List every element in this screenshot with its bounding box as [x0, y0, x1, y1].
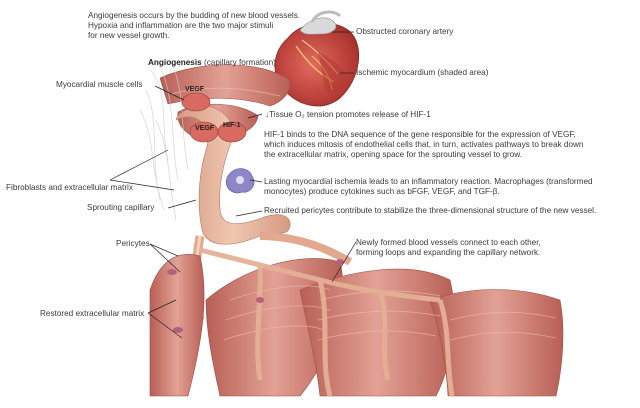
- section-title-rest: (capillary formation): [203, 58, 276, 67]
- note-ischemia-2: monocytes) produce cytokines such as bFG…: [264, 187, 500, 196]
- note-pericytes: Recruited pericytes contribute to stabil…: [264, 206, 597, 215]
- note-hif-bind-2: which induces mitosis of endothelial cel…: [264, 140, 584, 149]
- note-hif-bind-3: the extracellular matrix, opening space …: [264, 150, 523, 159]
- capillary-network: [199, 247, 455, 397]
- note-network-1: Newly formed blood vessels connect to ea…: [356, 238, 541, 247]
- heart-illustration: [274, 10, 360, 107]
- note-hif-bind-1: HIF-1 binds to the DNA sequence of the g…: [264, 130, 576, 139]
- intro-line-1: Angiogenesis occurs by the budding of ne…: [88, 11, 301, 20]
- leader-lines: [109, 31, 357, 339]
- hif-arrow: [247, 113, 263, 119]
- label-obstructed-artery: Obstructed coronary artery: [356, 27, 454, 36]
- note-hif-release: ↓Tissue O₂ tension promotes release of H…: [265, 110, 431, 119]
- pericyte-markers: [167, 259, 344, 333]
- label-fibroblasts: Fibroblasts and extracellular matrix: [6, 183, 133, 192]
- label-pericytes: Pericytes: [116, 239, 150, 248]
- section-title-bold: Angiogenesis: [148, 58, 202, 67]
- label-myocardial-muscle-cells: Myocardial muscle cells: [56, 80, 143, 89]
- note-network-2: forming loops and expanding the capillar…: [356, 248, 541, 257]
- label-ischemic-myocardium: Ischemic myocardium (shaded area): [356, 68, 489, 77]
- macrophage: [225, 168, 255, 194]
- tag-vegf-top: VEGF: [185, 86, 205, 93]
- label-restored-matrix: Restored extracellular matrix: [40, 309, 145, 318]
- tag-vegf-mid: VEGF: [195, 125, 215, 132]
- intro-line-3: for new vessel growth.: [88, 31, 170, 40]
- tag-hif: HIF-1: [223, 122, 241, 129]
- section-title: Angiogenesis (capillary formation): [148, 58, 276, 68]
- label-sprouting-capillary: Sprouting capillary: [87, 203, 155, 212]
- muscle-striations: [223, 285, 557, 341]
- endothelial-cells: [181, 92, 247, 143]
- note-ischemia-1: Lasting myocardial ischemia leads to an …: [264, 177, 593, 186]
- muscle-fibers-bottom: [149, 254, 564, 397]
- intro-line-2: Hypoxia and inflammation are the two maj…: [88, 21, 274, 30]
